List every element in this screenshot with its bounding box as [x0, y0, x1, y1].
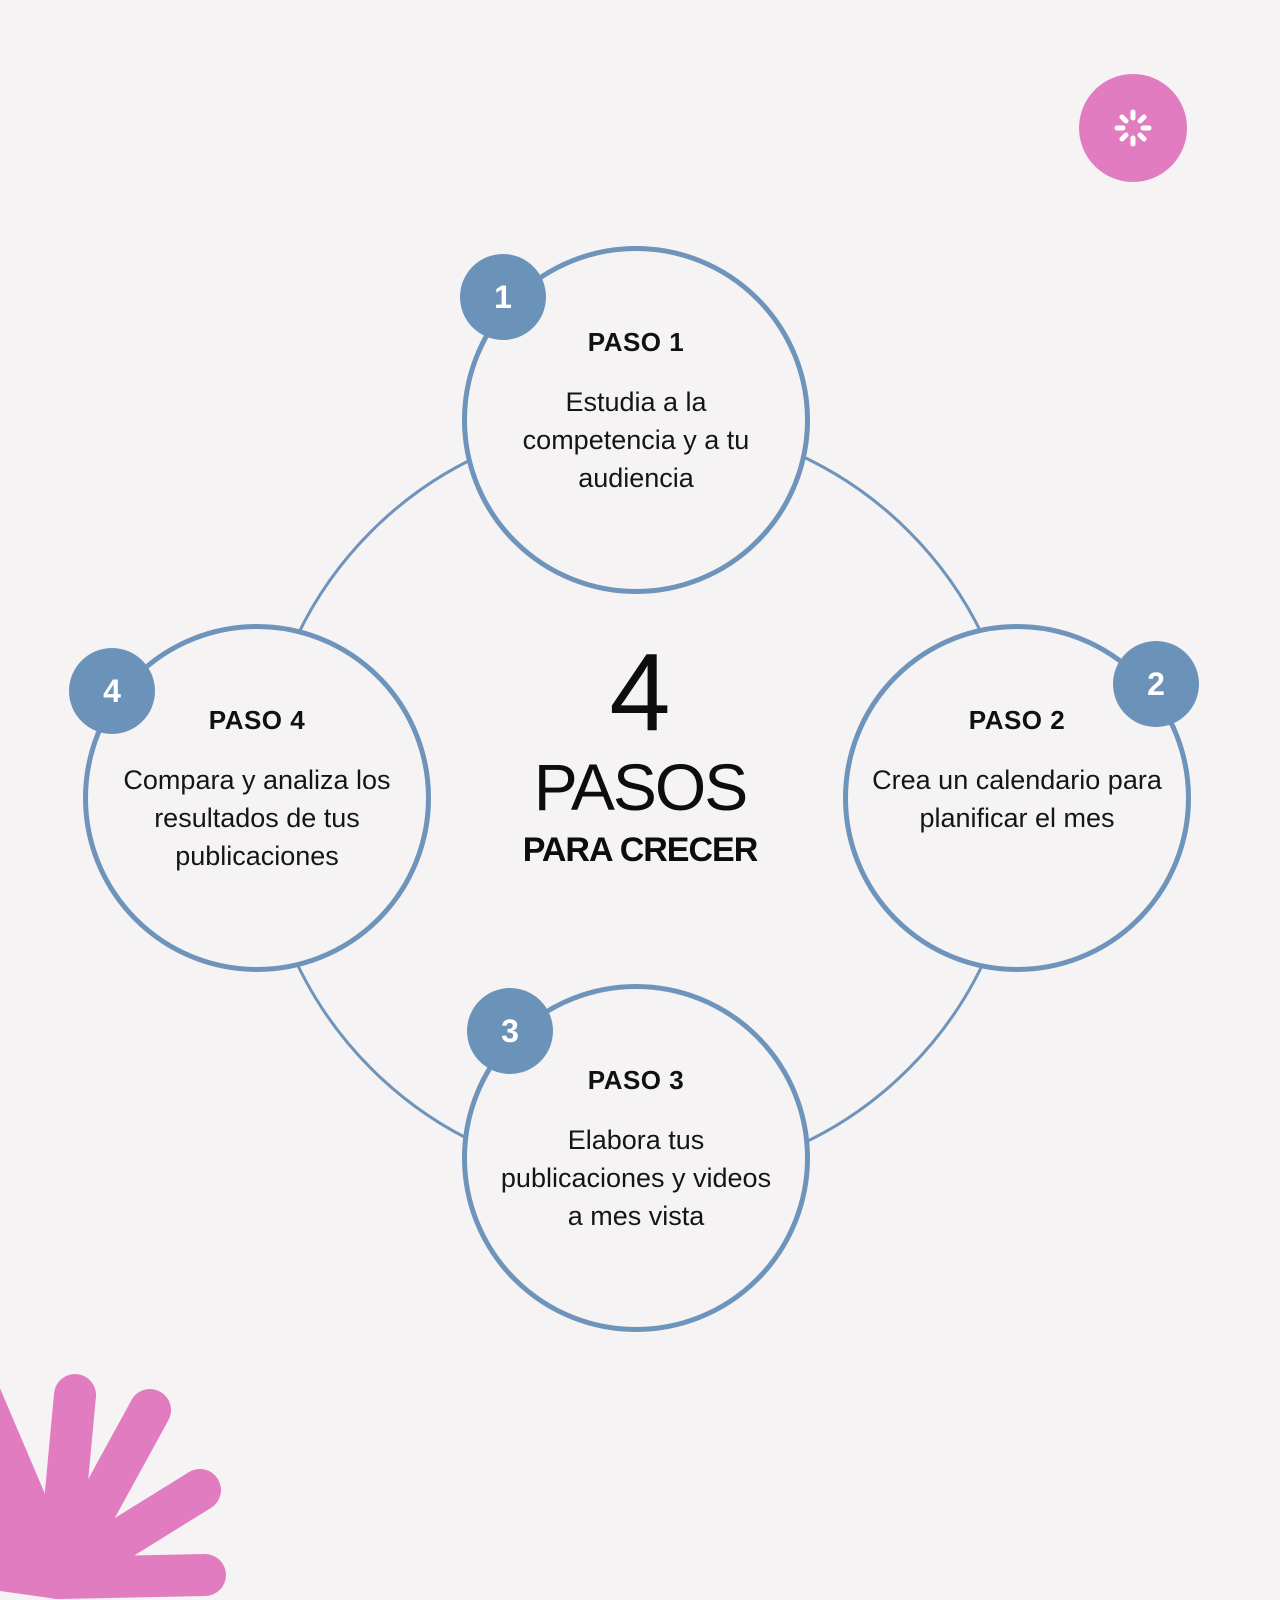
step-4-circle: PASO 4 Compara y analiza los resultados …: [83, 624, 431, 972]
asterisk-flower-icon: [1079, 74, 1187, 182]
step-3-badge: 3: [467, 988, 553, 1074]
step-3-description: Elabora tus publicaciones y videos a mes…: [500, 1125, 772, 1231]
step-1-title: PASO 1: [587, 327, 685, 357]
step-2-badge: 2: [1113, 641, 1199, 727]
step-4-title: PASO 4: [208, 705, 306, 735]
center-subtitle: PARA CRECER: [522, 831, 759, 869]
step-2-description: Crea un calendario para planificar el me…: [872, 765, 1162, 833]
step-2-title: PASO 2: [968, 705, 1066, 735]
step-1-badge: 1: [460, 254, 546, 340]
step-4-badge: 4: [69, 648, 155, 734]
step-1-description: Estudia a la competencia y a tu audienci…: [522, 387, 750, 493]
center-number: 4: [609, 631, 671, 754]
step-4-description: Compara y analiza los resultados de tus …: [123, 765, 391, 871]
step-3-title: PASO 3: [587, 1065, 685, 1095]
center-heading: PASOS: [533, 750, 749, 824]
pink-starburst-icon: [0, 1374, 226, 1599]
